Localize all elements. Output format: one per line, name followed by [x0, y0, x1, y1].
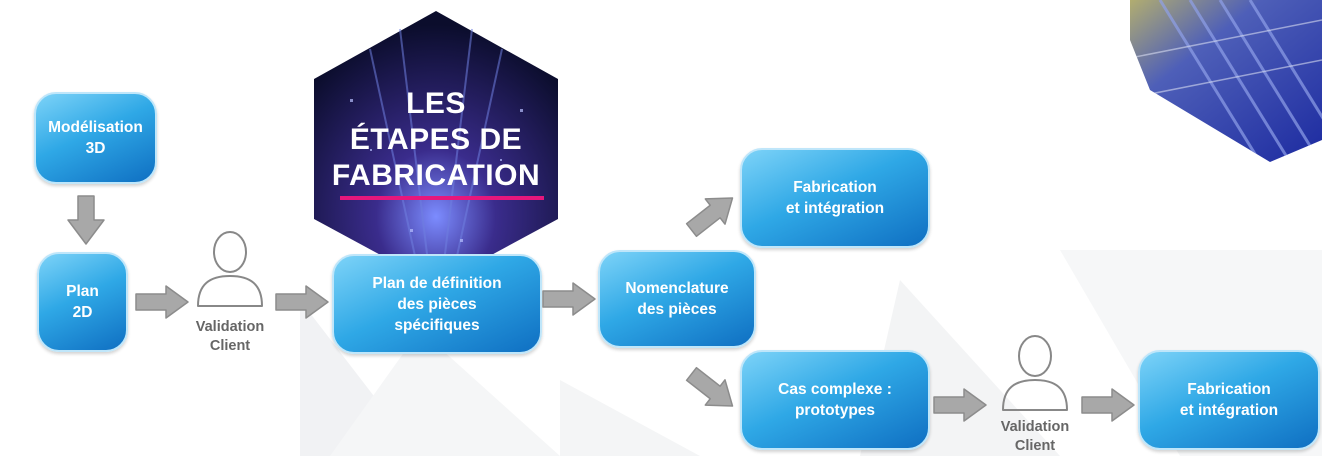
arrow-right-icon [542, 282, 596, 316]
step-label: et intégration [785, 200, 885, 217]
step-cas-complexe: Cas complexe : prototypes [740, 350, 930, 450]
validation-client-label-2: Validation Client [1000, 419, 1070, 454]
step-label: 2D [72, 304, 93, 321]
step-fabrication-bottom: Fabrication et intégration [1138, 350, 1320, 450]
step-label: prototypes [794, 402, 876, 419]
validation-client-label-1: Validation Client [195, 319, 265, 354]
step-label: Modélisation [48, 119, 143, 136]
arrow-down-icon [67, 195, 105, 245]
step-plan-definition: Plan de définition des pièces spécifique… [332, 254, 542, 354]
person-outline-icon [197, 231, 263, 307]
step-nomenclature: Nomenclature des pièces [598, 250, 756, 348]
step-label: des pièces [397, 295, 477, 313]
step-plan-2d: Plan 2D [37, 252, 128, 352]
step-label: Cas complexe : [778, 381, 892, 398]
person-outline-icon [1002, 335, 1068, 411]
step-modelisation-3d: Modélisation 3D [34, 92, 157, 184]
step-label: Fabrication [1187, 381, 1271, 398]
arrow-up-right-icon [685, 197, 734, 238]
title-underline [340, 196, 544, 200]
step-label: Plan de définition [372, 274, 502, 292]
step-label: Nomenclature [625, 280, 729, 297]
step-label: et intégration [1179, 402, 1279, 419]
step-label: 3D [85, 140, 106, 157]
corner-photo-hexagon [1130, 0, 1322, 162]
arrow-right-icon [275, 285, 329, 319]
step-label: Fabrication [793, 179, 877, 196]
step-fabrication-top: Fabrication et intégration [740, 148, 930, 248]
arrow-right-icon [1081, 388, 1135, 422]
step-label: Plan [66, 283, 99, 300]
arrow-right-icon [933, 388, 987, 422]
arrow-down-right-icon [685, 366, 734, 407]
step-label: spécifiques [394, 316, 480, 334]
diagram-title: LES ÉTAPES DE FABRICATION [331, 87, 541, 192]
arrow-right-icon [135, 285, 189, 319]
step-label: des pièces [637, 301, 717, 318]
title-hexagon [314, 11, 558, 285]
